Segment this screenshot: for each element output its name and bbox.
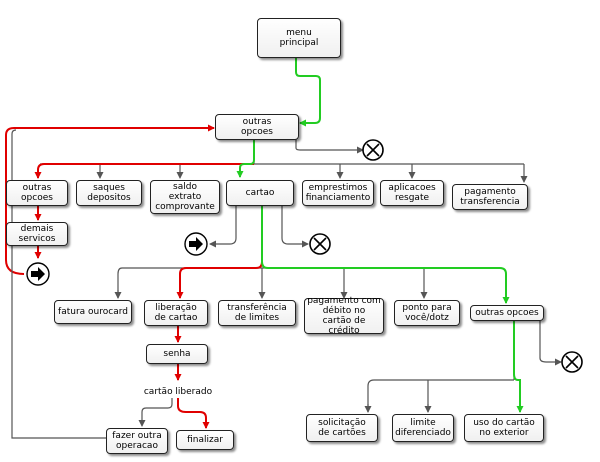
connector-outras-right-bus [367,320,515,412]
connector-outras-to-exit [295,138,364,154]
next-arrow-icon[interactable] [26,262,50,286]
connector-loop-back [5,124,215,275]
connector-to-outras-left [34,163,254,179]
connector-menu-to-outras [295,58,321,127]
ponto-para-voce-node[interactable]: ponto para você/dotz [394,300,460,326]
exit-icon[interactable] [309,233,331,255]
demais-servicos-node[interactable]: demais servicos [6,222,68,246]
exit-icon[interactable] [561,351,583,373]
pagamento-debito-node[interactable]: pagamento com débito no cartão de crédit… [304,296,384,336]
connector-cartao-bus [117,206,424,298]
aplicacoes-node[interactable]: aplicacoes resgate [380,180,444,206]
outras-opcoes-node[interactable]: outras opcoes [215,114,299,140]
connector-bus [40,140,524,165]
saques-depositos-node[interactable]: saques depositos [76,180,142,206]
emprestimos-node[interactable]: emprestimos financiamento [302,180,374,206]
connector-liberado-to-fazer [138,398,173,427]
liberacao-cartao-node[interactable]: liberação de cartao [144,300,208,326]
next-arrow-icon[interactable] [184,232,208,256]
pagamento-transferencia-node[interactable]: pagamento transferencia [452,184,528,210]
senha-node[interactable]: senha [146,344,208,364]
connector-cartao-to-next [209,206,237,248]
solicitacao-cartoes-node[interactable]: solicitação de cartões [306,414,378,442]
outras-opcoes-right-node[interactable]: outras opcoes [470,305,544,321]
limite-diferenciado-node[interactable]: limite diferenciado [392,414,454,442]
finalizar-node[interactable]: finalizar [176,430,234,450]
connector-cartao-to-exit [281,206,309,248]
transferencia-limites-node[interactable]: transferência de limites [218,300,296,326]
outras-opcoes-left-node[interactable]: outras opcoes [6,180,68,206]
menu-principal-node[interactable]: menu principal [257,18,341,58]
fatura-ourocard-node[interactable]: fatura ourocard [54,300,132,324]
connector-to-uso-exterior [513,320,524,413]
uso-cartao-exterior-node[interactable]: uso do cartão no exterior [464,414,544,442]
cartao-liberado-label: cartão liberado [143,387,213,397]
connector-outras-right-to-exit [539,320,562,366]
connector-liberado-to-finalizar [177,398,210,429]
exit-icon[interactable] [362,139,384,161]
connector-to-cartao [236,140,255,178]
connector-to-outras-right [261,206,510,304]
cartao-node[interactable]: cartao [226,180,294,206]
saldo-extrato-node[interactable]: saldo extrato comprovante [150,180,220,214]
connector-fazer-loop-back [11,129,106,439]
fazer-outra-operacao-node[interactable]: fazer outra operacao [106,428,168,454]
